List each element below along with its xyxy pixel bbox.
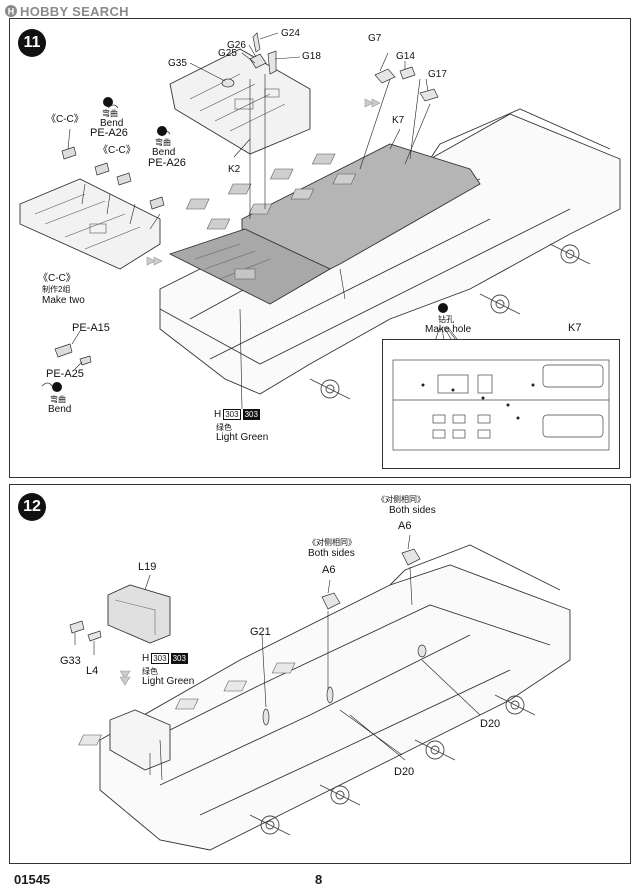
part-label-g14: G14 (396, 51, 415, 62)
step-12-drawing (69, 534, 571, 851)
part-label-g26: G26 (227, 40, 246, 51)
step-11-drawing (19, 32, 621, 418)
watermark-text: HOBBY SEARCH (20, 3, 129, 19)
part-label-g35: G35 (168, 58, 187, 69)
part-label-k7: K7 (392, 115, 405, 126)
bend-cn-label: 弯曲 (155, 138, 171, 147)
paint-letter: H (142, 653, 150, 664)
bend-en-label: Bend (152, 147, 176, 158)
part-label-g7: G7 (368, 33, 382, 44)
page-number: 8 (315, 872, 323, 887)
part-label-a6: A6 (322, 564, 336, 576)
product-code: 01545 (14, 872, 51, 887)
cc-label: 《C-C》 (46, 114, 84, 125)
bend-en-label: Bend (48, 404, 72, 415)
part-label-k7-inset: K7 (568, 322, 582, 334)
both-sides-cn: 《对侧相同》 (377, 495, 425, 504)
both-sides-en: Both sides (389, 505, 436, 516)
paint-code-box-dark: 303 (170, 653, 188, 664)
bend-cn-label: 弯曲 (102, 109, 118, 118)
make-hole-cn: 钻孔 (438, 315, 454, 324)
part-label-pe-a15: PE-A15 (72, 322, 110, 334)
make-two-en: Make two (42, 295, 85, 306)
drill-icon (438, 303, 448, 313)
part-label-g24: G24 (281, 28, 300, 39)
part-label-pe-a26: PE-A26 (148, 157, 186, 169)
part-label-g17: G17 (428, 69, 447, 80)
part-label-l4: L4 (86, 665, 99, 677)
bend-icon (103, 97, 113, 107)
svg-text:H: H (8, 7, 15, 17)
paint-code-box-dark: 303 (242, 409, 260, 420)
paint-code-box: 303 (223, 409, 241, 420)
paint-code-box: 303 (151, 653, 169, 664)
part-label-a6: A6 (398, 520, 412, 532)
k7-plan-drawing (392, 359, 610, 451)
bend-cn-label: 弯曲 (50, 395, 66, 404)
make-two-cn: 制作2组 (42, 285, 71, 294)
make-hole-inset (382, 339, 620, 469)
part-label-g21: G21 (250, 626, 271, 638)
part-label-pe-a26: PE-A26 (90, 127, 128, 139)
part-label-g33: G33 (60, 655, 81, 667)
part-label-d20: D20 (480, 718, 501, 730)
cc-label: 《C-C》 (98, 145, 136, 156)
step-11-panel: 11 G24 G26 G25 G18 G35 K2 G7 G14 G17 K7 … (9, 18, 631, 478)
paint-cn-label: 绿色 (142, 667, 158, 676)
paint-letter: H (214, 409, 222, 420)
bend-icon (157, 126, 167, 136)
part-label-g25: G25 (218, 48, 237, 59)
paint-en-label: Light Green (216, 432, 269, 443)
both-sides-cn: 《对侧相同》 (308, 538, 356, 547)
bend-en-label: Bend (100, 118, 124, 129)
part-label-l19: L19 (138, 561, 157, 573)
part-label-d20: D20 (394, 766, 415, 778)
make-hole-en: Make hole (425, 324, 472, 335)
paint-en-label: Light Green (142, 676, 195, 687)
step-12-panel: 12 《对侧相同》 Both sides A6 《对侧相同》 Both side… (9, 484, 631, 864)
cc-label: 《C-C》 (38, 273, 76, 284)
both-sides-en: Both sides (308, 548, 355, 559)
step-number-12: 12 (18, 493, 46, 521)
part-label-pe-a25: PE-A25 (46, 368, 84, 380)
hobbysearch-watermark: H HOBBY SEARCH (4, 3, 129, 19)
part-label-k2: K2 (228, 164, 241, 175)
step-number-11: 11 (18, 29, 46, 57)
part-label-g18: G18 (302, 51, 321, 62)
bend-icon (52, 382, 62, 392)
hobbysearch-logo-icon: H (5, 5, 17, 17)
paint-cn-label: 绿色 (216, 423, 232, 432)
